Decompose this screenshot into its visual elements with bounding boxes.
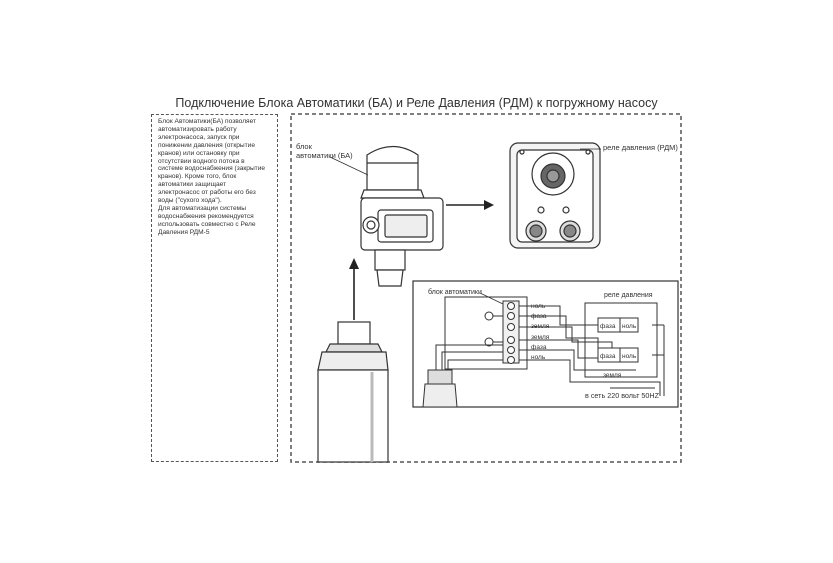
wiring-pressure-relay — [584, 302, 658, 378]
description-text: Блок Автоматики(БА) позволяет автоматизи… — [158, 118, 266, 236]
page-title: Подключение Блока Автоматики (БА) и Реле… — [175, 96, 658, 110]
automation-block-illustration — [360, 145, 444, 287]
terminal-label: земля — [531, 323, 550, 330]
wiring-pump — [422, 344, 503, 408]
diagram-panel — [290, 113, 682, 463]
label-wiring-automation-block: блок автоматики — [428, 288, 482, 296]
mains-label: в сеть 220 вольт 50HZ — [585, 391, 660, 400]
label-pressure-relay: реле давления (РДМ) — [603, 143, 678, 152]
label-automation-block-1: блок — [296, 142, 313, 151]
wiring-lines — [519, 305, 665, 396]
arrow-to-relay-head — [484, 200, 494, 210]
terminal-label: земля — [531, 334, 550, 341]
relay-terminal-label: фаза — [600, 323, 616, 330]
arrow-pump-to-block-head — [349, 258, 359, 269]
label-wiring-pressure-relay: реле давления — [604, 292, 653, 299]
description-panel — [151, 114, 278, 462]
relay-terminal-label: ноль — [622, 323, 637, 330]
pressure-relay-illustration — [509, 142, 601, 249]
label-automation-block-2: автоматики (БА) — [296, 151, 353, 160]
relay-ground-label: земля — [603, 372, 622, 379]
terminal-label: ноль — [531, 354, 546, 361]
wiring-automation-block — [444, 296, 528, 370]
relay-terminal-label: фаза — [600, 353, 616, 360]
terminal-label: ноль — [531, 303, 546, 310]
relay-terminal-label: ноль — [622, 353, 637, 360]
terminal-label: фаза — [531, 313, 547, 320]
terminal-label: фаза — [531, 344, 547, 351]
pump-illustration — [317, 321, 389, 463]
